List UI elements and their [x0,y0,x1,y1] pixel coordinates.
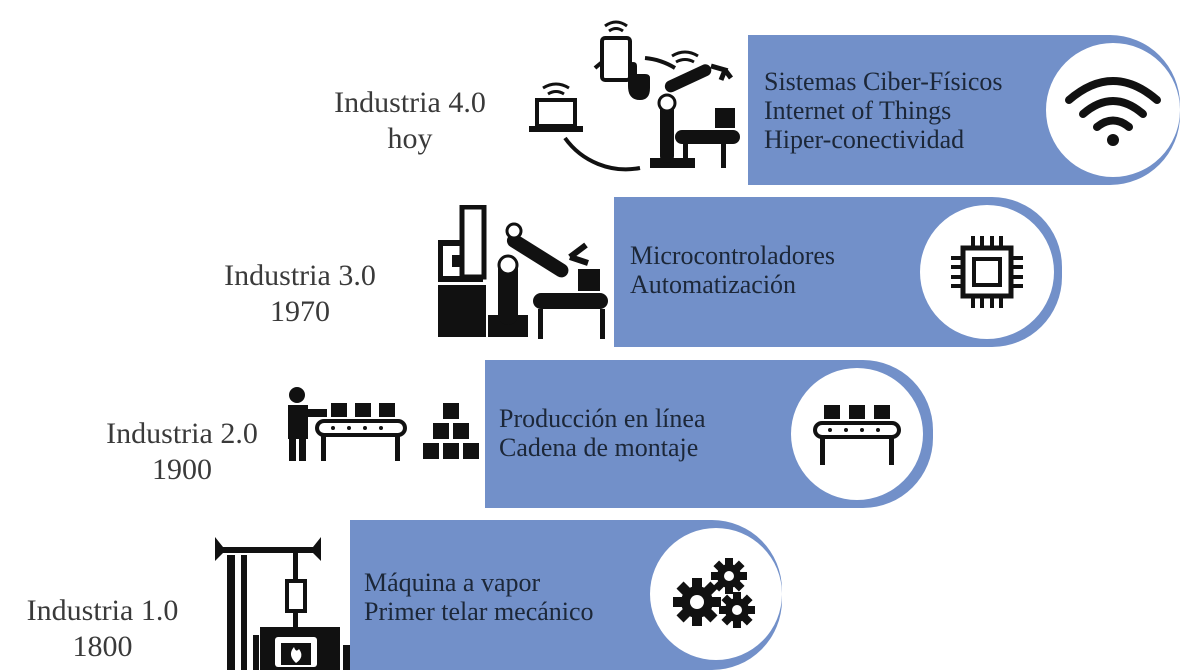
era-year: hoy [387,122,433,155]
banner-text-1-0: Máquina a vapor Primer telar mecánico [364,568,594,626]
conveyor-belt-icon [813,405,901,465]
banner-4-0: Sistemas Ciber-Físicos Internet of Thing… [748,35,1180,185]
banner-text-3-0: Microcontroladores Automatización [630,241,835,299]
banner-text-2-0: Producción en línea Cadena de montaje [499,404,706,462]
era-title: Industria 4.0 [334,86,486,119]
era-year: 1800 [72,630,133,663]
banner-line: Hiper-conectividad [764,125,965,154]
banner-line: Primer telar mecánico [364,597,594,626]
era-label-1-0: Industria 1.0 1800 [0,593,205,665]
gears-icon [673,558,755,628]
era-year: 1900 [152,453,212,486]
icon-circle-3-0 [920,205,1054,339]
banner-line: Automatización [630,270,797,299]
era-label-3-0: Industria 3.0 1970 [190,258,410,330]
era-title: Industria 1.0 [26,594,179,627]
era-label-4-0: Industria 4.0 hoy [300,85,520,157]
banner-line: Internet of Things [764,96,952,125]
era-title: Industria 3.0 [224,259,376,292]
banner-line: Sistemas Ciber-Físicos [764,67,1003,96]
microchip-icon [951,236,1023,308]
icon-circle-2-0 [791,368,923,500]
computer-robot-arm-illustration [438,205,608,339]
banner-3-0: Microcontroladores Automatización [614,197,1062,347]
banner-line: Microcontroladores [630,241,836,270]
banner-1-0: Máquina a vapor Primer telar mecánico [350,520,782,670]
icon-circle-4-0 [1046,43,1180,177]
banner-line: Producción en línea [499,404,706,433]
banner-text-4-0: Sistemas Ciber-Físicos Internet of Thing… [764,67,1003,154]
iot-network-illustration [529,20,740,172]
steam-engine-illustration [215,537,353,670]
icon-circle-1-0 [650,528,782,660]
wifi-icon [1065,77,1161,146]
banner-2-0: Producción en línea Cadena de montaje [485,360,933,508]
era-year: 1970 [270,295,330,328]
banner-line: Máquina a vapor [364,568,541,597]
banner-line: Cadena de montaje [499,433,699,462]
worker-assembly-line-illustration [288,387,479,461]
era-label-2-0: Industria 2.0 1900 [72,416,292,488]
era-title: Industria 2.0 [106,417,258,450]
